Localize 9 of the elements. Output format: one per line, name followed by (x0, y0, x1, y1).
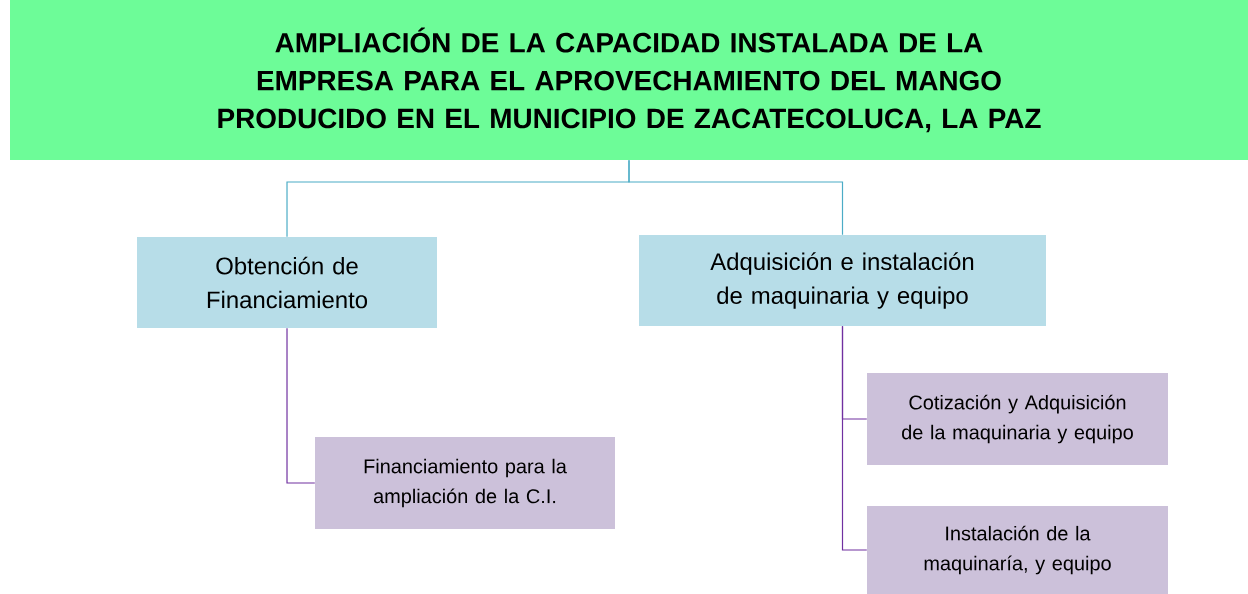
task-box: Financiamiento para la ampliación de la C.I. (315, 437, 615, 529)
task-box: Instalación de la maquinaría, y equipo (867, 506, 1168, 594)
task-box: Cotización y Adquisición de la maquinaria y equipo (867, 373, 1168, 465)
title-box: AMPLIACIÓN DE LA CAPACIDAD INSTALADA DE LA EMPRESA PARA EL APROVECHAMIENTO DEL MANGO PRODUCIDO EN EL MUNICIPIO DE ZACATECOLUCA, LA PAZ (10, 0, 1248, 160)
category-box: Adquisición e instalación de maquinaria y equipo (639, 235, 1046, 326)
category-box: Obtención de Financiamiento (137, 237, 437, 328)
connector-line (841, 325, 868, 551)
connector-line (286, 327, 316, 484)
connector-line (628, 159, 844, 236)
